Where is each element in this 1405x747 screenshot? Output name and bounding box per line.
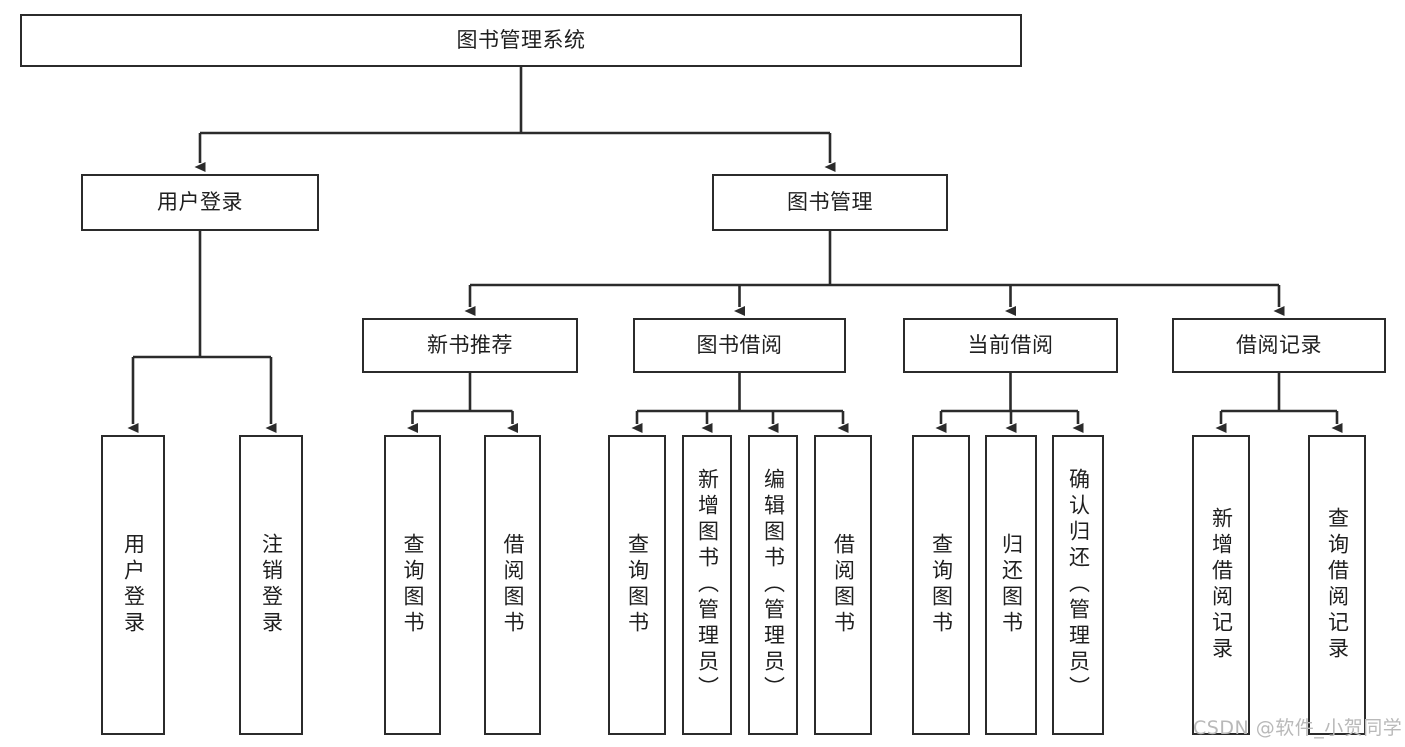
leaf-query-book-3-label: 查询图书 xyxy=(929,533,954,637)
node-borrow-record[interactable]: 借阅记录 xyxy=(1172,318,1386,373)
leaf-query-book-1[interactable]: 查询图书 xyxy=(384,435,441,735)
leaf-add-borrow-record[interactable]: 新增借阅记录 xyxy=(1192,435,1250,735)
node-current-borrow-label: 当前借阅 xyxy=(967,333,1054,358)
node-user-login[interactable]: 用户登录 xyxy=(81,174,319,231)
leaf-logout-label: 注销登录 xyxy=(259,533,284,637)
watermark: CSDN @软件_小贺同学 xyxy=(1193,717,1403,739)
node-new-book-recommend[interactable]: 新书推荐 xyxy=(362,318,578,373)
leaf-query-book-3[interactable]: 查询图书 xyxy=(912,435,970,735)
leaf-return-book[interactable]: 归还图书 xyxy=(985,435,1037,735)
leaf-borrow-book-2-label: 借阅图书 xyxy=(831,533,856,637)
leaf-query-borrow-record[interactable]: 查询借阅记录 xyxy=(1308,435,1366,735)
leaf-user-login-label: 用户登录 xyxy=(121,533,146,637)
node-book-manage[interactable]: 图书管理 xyxy=(712,174,948,231)
node-user-login-label: 用户登录 xyxy=(157,190,243,215)
leaf-add-borrow-record-label: 新增借阅记录 xyxy=(1209,507,1234,663)
node-book-borrow[interactable]: 图书借阅 xyxy=(633,318,846,373)
leaf-add-book-admin[interactable]: 新增图书（管理员） xyxy=(682,435,732,735)
node-book-manage-label: 图书管理 xyxy=(787,190,873,215)
leaf-borrow-book-1-label: 借阅图书 xyxy=(501,533,525,637)
leaf-user-login[interactable]: 用户登录 xyxy=(101,435,165,735)
leaf-borrow-book-2[interactable]: 借阅图书 xyxy=(814,435,872,735)
leaf-confirm-return-admin-label: 确认归还（管理员） xyxy=(1066,468,1091,702)
node-root-label: 图书管理系统 xyxy=(456,28,586,53)
leaf-edit-book-admin-label: 编辑图书（管理员） xyxy=(761,468,786,702)
leaf-borrow-book-1[interactable]: 借阅图书 xyxy=(484,435,541,735)
leaf-logout[interactable]: 注销登录 xyxy=(239,435,303,735)
node-book-borrow-label: 图书借阅 xyxy=(696,333,783,358)
leaf-query-borrow-record-label: 查询借阅记录 xyxy=(1325,507,1350,663)
leaf-query-book-2-label: 查询图书 xyxy=(625,533,650,637)
leaf-edit-book-admin[interactable]: 编辑图书（管理员） xyxy=(748,435,798,735)
leaf-add-book-admin-label: 新增图书（管理员） xyxy=(695,468,720,702)
leaf-return-book-label: 归还图书 xyxy=(999,533,1024,637)
node-root[interactable]: 图书管理系统 xyxy=(20,14,1022,67)
node-new-book-recommend-label: 新书推荐 xyxy=(427,333,513,358)
node-borrow-record-label: 借阅记录 xyxy=(1236,333,1322,358)
node-current-borrow[interactable]: 当前借阅 xyxy=(903,318,1118,373)
leaf-confirm-return-admin[interactable]: 确认归还（管理员） xyxy=(1052,435,1104,735)
leaf-query-book-1-label: 查询图书 xyxy=(401,533,425,637)
leaf-query-book-2[interactable]: 查询图书 xyxy=(608,435,666,735)
